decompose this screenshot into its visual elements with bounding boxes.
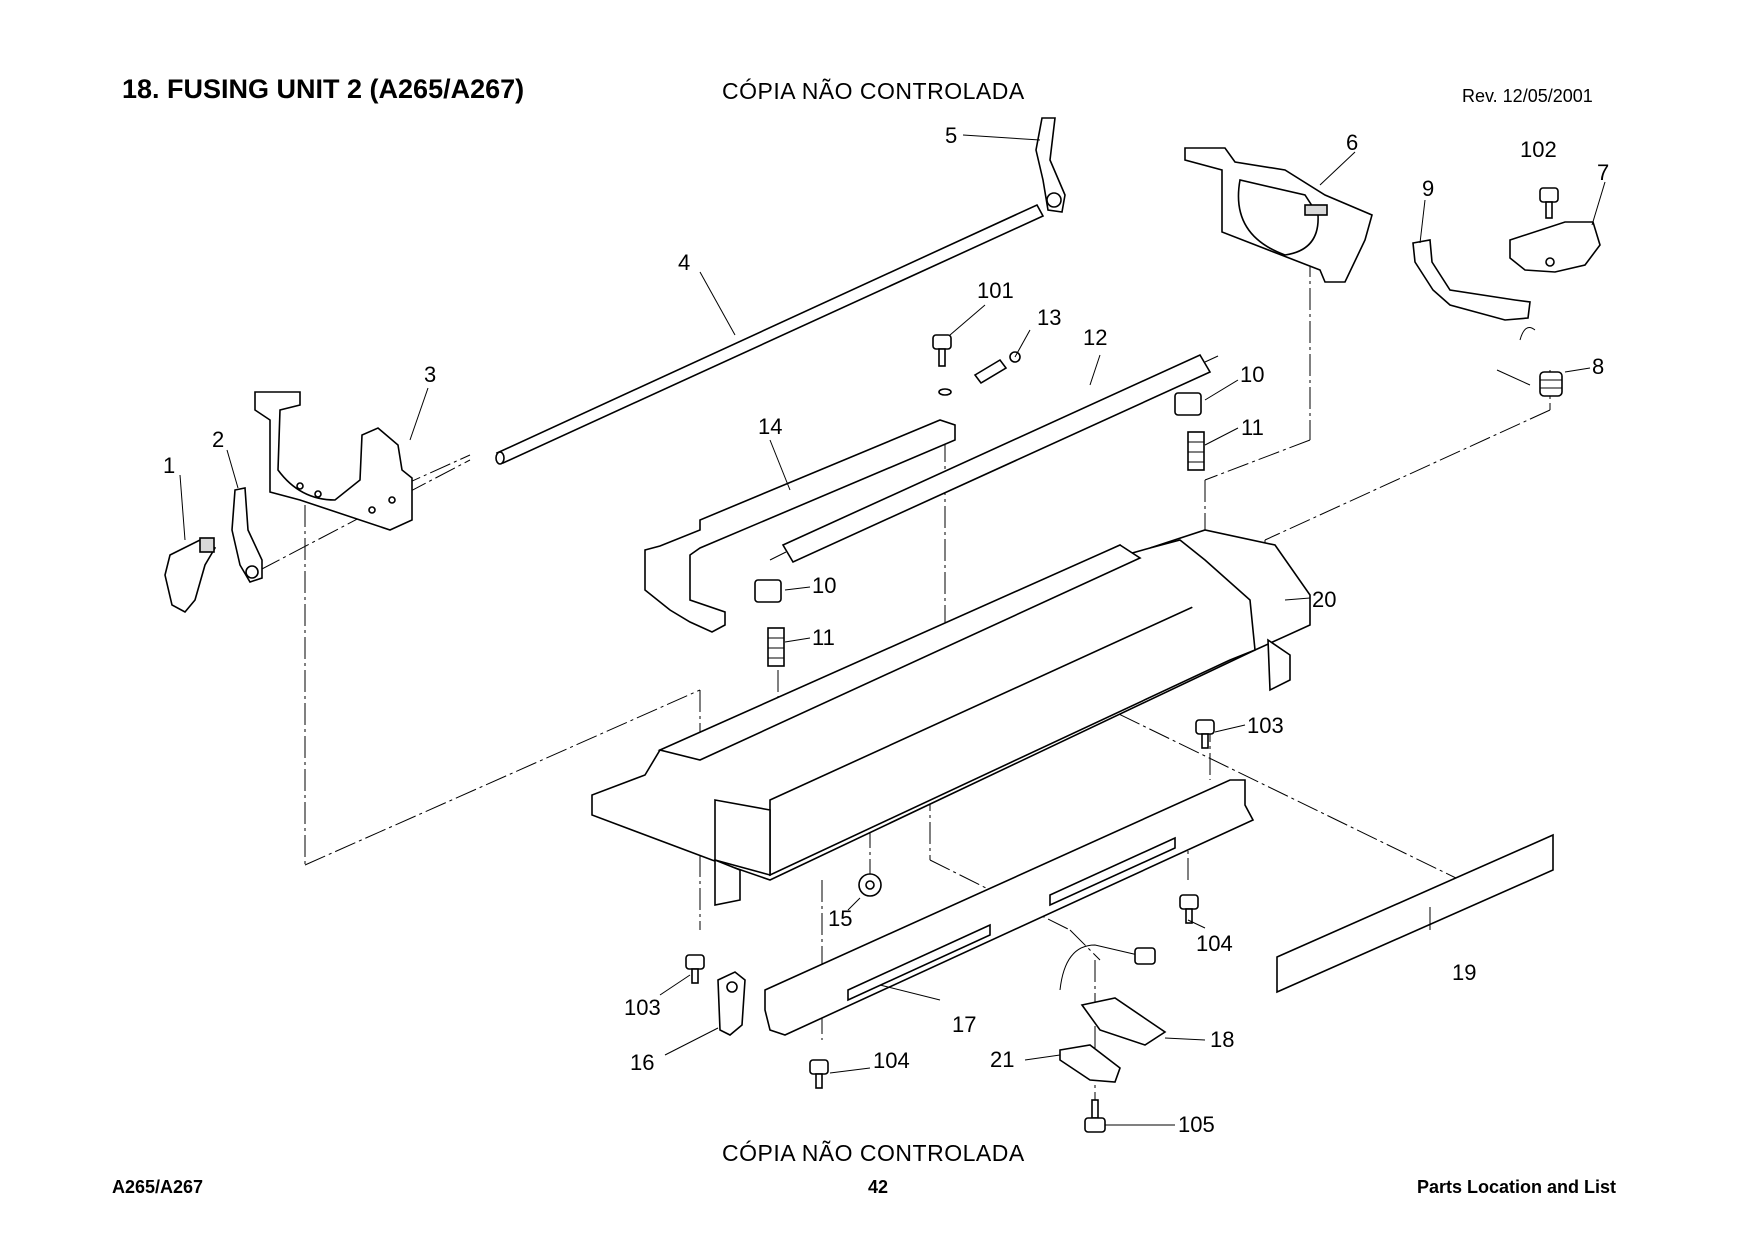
- callout-7: 7: [1597, 160, 1609, 185]
- part-3-left-bracket: [254, 391, 413, 531]
- callout-leaders: [179, 134, 1606, 1126]
- callout-16: 16: [630, 1050, 654, 1075]
- part-7-arm: [1509, 221, 1601, 273]
- part-16-clip: [717, 971, 746, 1036]
- callout-8: 8: [1592, 354, 1604, 379]
- part-9-bracket: [1412, 239, 1531, 321]
- callout-4: 4: [678, 250, 690, 275]
- uncontrolled-copy-stamp-top: CÓPIA NÃO CONTROLADA: [722, 78, 1025, 104]
- revision-date: Rev. 12/05/2001: [1462, 86, 1593, 106]
- part-14-bracket: [644, 419, 956, 633]
- callout-105: 105: [1178, 1112, 1215, 1137]
- part-20-fusing-frame: [591, 529, 1311, 906]
- callout-2: 2: [212, 427, 224, 452]
- part-21-holder: [1059, 1044, 1121, 1083]
- part-12-pressure-roller: [769, 353, 1219, 564]
- callout-1: 1: [163, 453, 175, 478]
- footer-model: A265/A267: [112, 1177, 204, 1197]
- callout-11-left: 11: [812, 625, 835, 650]
- callout-19: 19: [1452, 960, 1476, 985]
- callout-104-left: 104: [873, 1048, 910, 1073]
- callout-17: 17: [952, 1012, 976, 1037]
- callout-14: 14: [758, 414, 782, 439]
- part-17-lower-guide: [764, 779, 1255, 1036]
- callout-21: 21: [990, 1047, 1014, 1072]
- callout-15: 15: [828, 906, 852, 931]
- footer-page-number: 42: [868, 1177, 889, 1197]
- part-18-thermistor: [1059, 944, 1167, 1046]
- callout-13: 13: [1037, 305, 1061, 330]
- callout-10-left: 10: [812, 573, 836, 598]
- part-104-screw-right: [1179, 894, 1199, 924]
- part-1-knob: [164, 537, 217, 614]
- part-105-screw: [1084, 1099, 1106, 1133]
- callout-103-left: 103: [624, 995, 661, 1020]
- callout-12: 12: [1083, 325, 1107, 350]
- callout-18: 18: [1210, 1027, 1234, 1052]
- part-5-lever: [1035, 117, 1066, 213]
- callout-11-right: 11: [1241, 415, 1264, 440]
- part-10-bushing-left: [754, 579, 782, 603]
- callout-102: 102: [1520, 137, 1557, 162]
- callout-20: 20: [1312, 587, 1336, 612]
- part-104-screw-left: [809, 1059, 829, 1089]
- page-title: 18. FUSING UNIT 2 (A265/A267): [122, 74, 525, 104]
- callout-labels: 1 2 3 4 5 6 7 8 9 10 11 10 11 12 13 14 1…: [163, 123, 1609, 1137]
- part-6-side-plate: [1184, 147, 1373, 283]
- callout-6: 6: [1346, 130, 1358, 155]
- part-103-screw-right: [1195, 719, 1215, 749]
- callout-101: 101: [977, 278, 1014, 303]
- part-102-screw: [1539, 187, 1559, 219]
- part-2-lever: [231, 487, 263, 583]
- part-4-shaft: [495, 203, 1045, 465]
- footer-section: Parts Location and List: [1417, 1177, 1617, 1197]
- part-15-gear: [858, 873, 882, 897]
- part-103-screw-left: [685, 954, 705, 984]
- callout-3: 3: [424, 362, 436, 387]
- callout-104-right: 104: [1196, 931, 1233, 956]
- callout-103-right: 103: [1247, 713, 1284, 738]
- callout-10-right: 10: [1240, 362, 1264, 387]
- part-101-screw: [932, 334, 952, 396]
- part-10-bushing-right: [1174, 392, 1202, 416]
- callout-9: 9: [1422, 176, 1434, 201]
- uncontrolled-copy-stamp-bottom: CÓPIA NÃO CONTROLADA: [722, 1140, 1025, 1166]
- part-8-spring: [1496, 327, 1563, 397]
- part-19-strip: [1276, 833, 1554, 994]
- part-11-spring-right: [1187, 431, 1205, 471]
- callout-5: 5: [945, 123, 957, 148]
- part-13-spring: [973, 351, 1021, 385]
- part-11-spring-left: [767, 627, 785, 667]
